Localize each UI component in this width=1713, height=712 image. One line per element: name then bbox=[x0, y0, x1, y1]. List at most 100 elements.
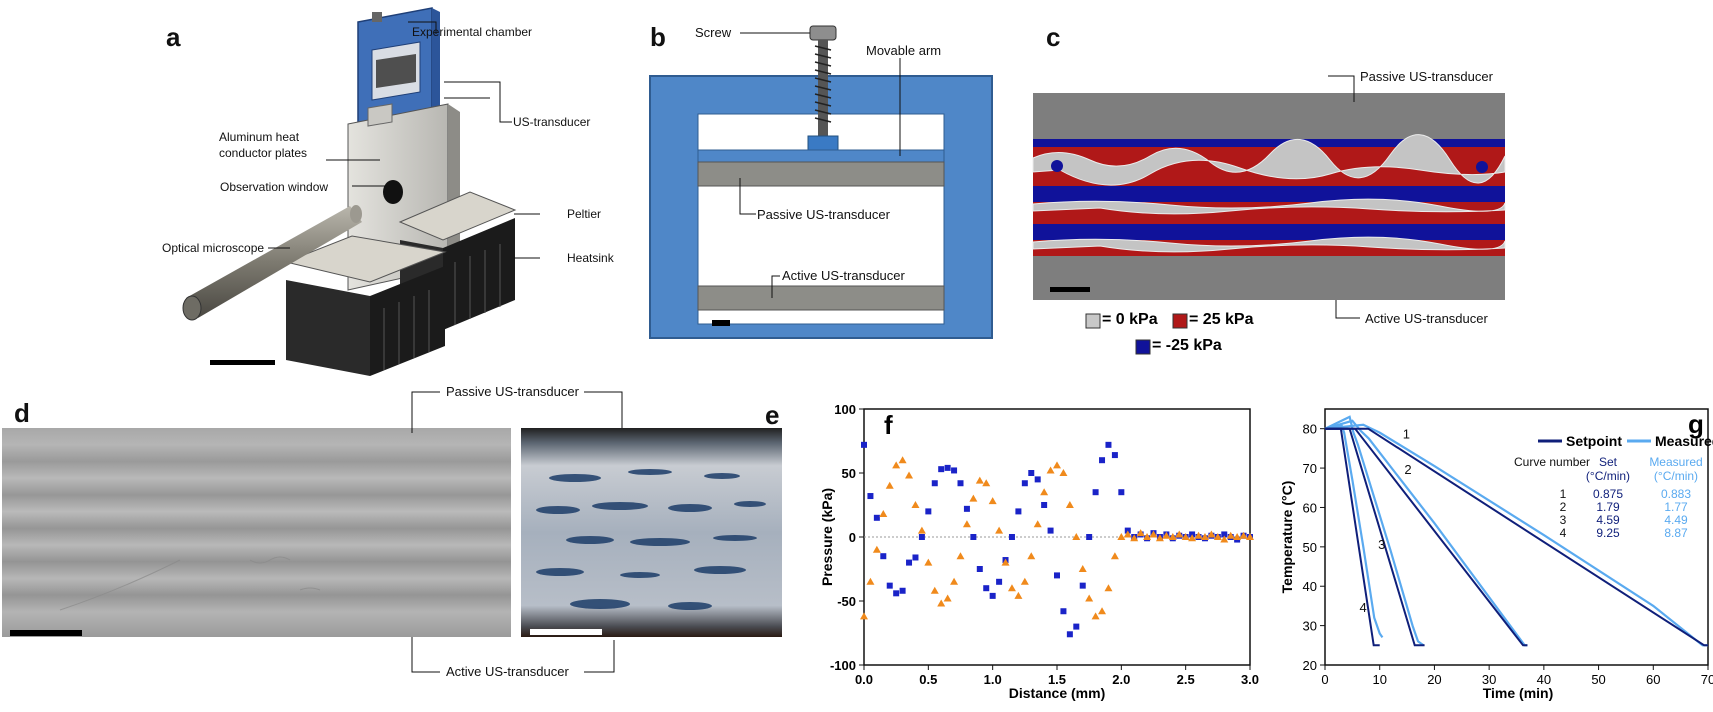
chart-g-ytick-label: 80 bbox=[1303, 422, 1317, 437]
chart-f-point-triangle bbox=[969, 494, 978, 502]
chart-f-point-square bbox=[1086, 534, 1093, 540]
chart-f-ytick-label: 50 bbox=[842, 466, 856, 481]
label-observation-window: Observation window bbox=[220, 180, 329, 194]
table-cell-measured: 4.49 bbox=[1664, 513, 1688, 527]
chart-f-point-square bbox=[1111, 452, 1118, 459]
table-unit-measured: (°C/min) bbox=[1654, 469, 1698, 483]
leader-active-e bbox=[584, 640, 615, 673]
chart-f-point-triangle bbox=[1117, 533, 1126, 540]
scale-bar-c bbox=[1050, 287, 1090, 292]
chart-f-point-square bbox=[1015, 508, 1022, 515]
table-cell-set: 1.79 bbox=[1596, 500, 1620, 514]
chart-f-point-triangle bbox=[872, 545, 881, 553]
chart-g-ytick-label: 70 bbox=[1303, 461, 1317, 476]
chart-f-point-triangle bbox=[911, 501, 920, 508]
chart-f-xtick-label: 3.0 bbox=[1241, 672, 1259, 687]
chart-g-curve-label: 1 bbox=[1403, 427, 1410, 442]
legend-swatch-25 bbox=[1172, 313, 1188, 329]
legend-label-25kpa: = 25 kPa bbox=[1189, 311, 1254, 328]
active-transducer-c bbox=[1033, 256, 1505, 300]
legend-label-neg25kpa: = -25 kPa bbox=[1152, 337, 1222, 354]
chart-f-point-square bbox=[970, 534, 977, 540]
chart-f-point-triangle bbox=[1046, 466, 1055, 474]
label-passive-transducer-d: Passive US-transducer bbox=[446, 384, 579, 399]
chart-f-point-square bbox=[1028, 470, 1035, 476]
table-header-set: Set bbox=[1599, 455, 1618, 469]
chart-f-point-square bbox=[867, 493, 874, 500]
scale-bar-a bbox=[210, 360, 275, 365]
chart-f-point-triangle bbox=[1059, 469, 1068, 476]
panel-a bbox=[182, 7, 540, 376]
chart-f-xtick-label: 0.0 bbox=[855, 672, 873, 687]
leader-passive-c bbox=[1328, 75, 1355, 102]
legend-measured-label: Measured bbox=[1655, 433, 1713, 449]
legend-swatch-neg25 bbox=[1135, 339, 1151, 355]
label-heatsink: Heatsink bbox=[567, 251, 614, 265]
chart-g-xlabel: Time (min) bbox=[1483, 685, 1554, 701]
chart-g-xtick-label: 20 bbox=[1427, 672, 1441, 687]
panel-letter-f: f bbox=[884, 410, 893, 440]
leader-passive-b bbox=[739, 178, 756, 215]
table-cell-measured: 1.77 bbox=[1664, 500, 1688, 514]
label-us-transducer: US-transducer bbox=[513, 115, 591, 129]
chart-f-point-square bbox=[944, 464, 951, 471]
chart-g-xtick-label: 60 bbox=[1646, 672, 1660, 687]
chart-g-xtick-label: 40 bbox=[1537, 672, 1551, 687]
chart-f-point-square bbox=[1092, 489, 1099, 496]
chart-f-point-square bbox=[1041, 502, 1048, 508]
chart-f-point-triangle bbox=[1014, 591, 1023, 599]
table-header-measured: Measured bbox=[1649, 455, 1702, 469]
chart-f-point-square bbox=[1021, 480, 1028, 487]
label-passive-transducer-c: Passive US-transducer bbox=[1360, 69, 1493, 84]
chart-f-point-square bbox=[1034, 476, 1041, 483]
table-cell-set: 9.25 bbox=[1596, 526, 1620, 540]
chart-f-point-triangle bbox=[1091, 612, 1100, 620]
chart-f-point-triangle bbox=[943, 594, 952, 602]
chart-f-point-triangle bbox=[1110, 552, 1119, 560]
heatsink-left bbox=[284, 235, 447, 376]
leader-active-c bbox=[1335, 300, 1360, 319]
table-cell-set: 4.59 bbox=[1596, 513, 1620, 527]
chart-f-point-triangle bbox=[937, 599, 946, 607]
chart-f-point-triangle bbox=[885, 481, 894, 489]
leader-active-d bbox=[411, 637, 440, 673]
chart-f-ytick-label: 100 bbox=[834, 402, 856, 417]
chart-f-xtick-label: 1.5 bbox=[1048, 672, 1066, 687]
chart-f-point-triangle bbox=[1175, 530, 1184, 538]
chart-g-line-measured-3 bbox=[1324, 415, 1425, 647]
chart-f-point-triangle bbox=[1194, 531, 1203, 539]
chart-f-point-square bbox=[1047, 527, 1054, 534]
chart-f-point-square bbox=[880, 553, 887, 560]
chart-f-point-square bbox=[1060, 608, 1067, 615]
chart-f-point-triangle bbox=[1207, 530, 1216, 538]
leader-us-transducer bbox=[444, 81, 512, 123]
chart-f-point-square bbox=[1221, 531, 1228, 538]
chart-g-line-measured-1 bbox=[1324, 423, 1708, 647]
passive-transducer-c bbox=[1033, 93, 1505, 139]
chart-f-point-square bbox=[925, 508, 932, 515]
chart-f-point-square bbox=[918, 534, 925, 540]
table-header-curve: Curve number bbox=[1514, 455, 1590, 469]
chart-f-point-triangle bbox=[1085, 594, 1094, 602]
experimental-chamber bbox=[357, 7, 440, 127]
chart-f-point-triangle bbox=[879, 509, 888, 517]
chart-f-ytick-label: -50 bbox=[837, 594, 856, 609]
chart-g-xtick-label: 10 bbox=[1372, 672, 1386, 687]
chart-f-point-square bbox=[1008, 534, 1015, 540]
chart-f-point-triangle bbox=[1053, 461, 1061, 469]
label-aluminum-plates-line1: Aluminum heat bbox=[219, 130, 300, 144]
chart-g-ytick-label: 60 bbox=[1303, 500, 1317, 515]
chart-f-point-triangle bbox=[1239, 531, 1248, 539]
table-cell-set: 0.875 bbox=[1593, 487, 1623, 501]
label-aluminum-plates-line2: conductor plates bbox=[219, 146, 308, 160]
chart-f-point-triangle bbox=[1162, 531, 1171, 539]
chart-f-point-triangle bbox=[982, 479, 991, 487]
chart-f-point-square bbox=[886, 582, 893, 589]
chart-f-point-square bbox=[899, 587, 906, 594]
panel-d bbox=[2, 391, 511, 673]
chart-f-point-triangle bbox=[1246, 533, 1254, 540]
chamber-screw-icon bbox=[372, 12, 382, 22]
